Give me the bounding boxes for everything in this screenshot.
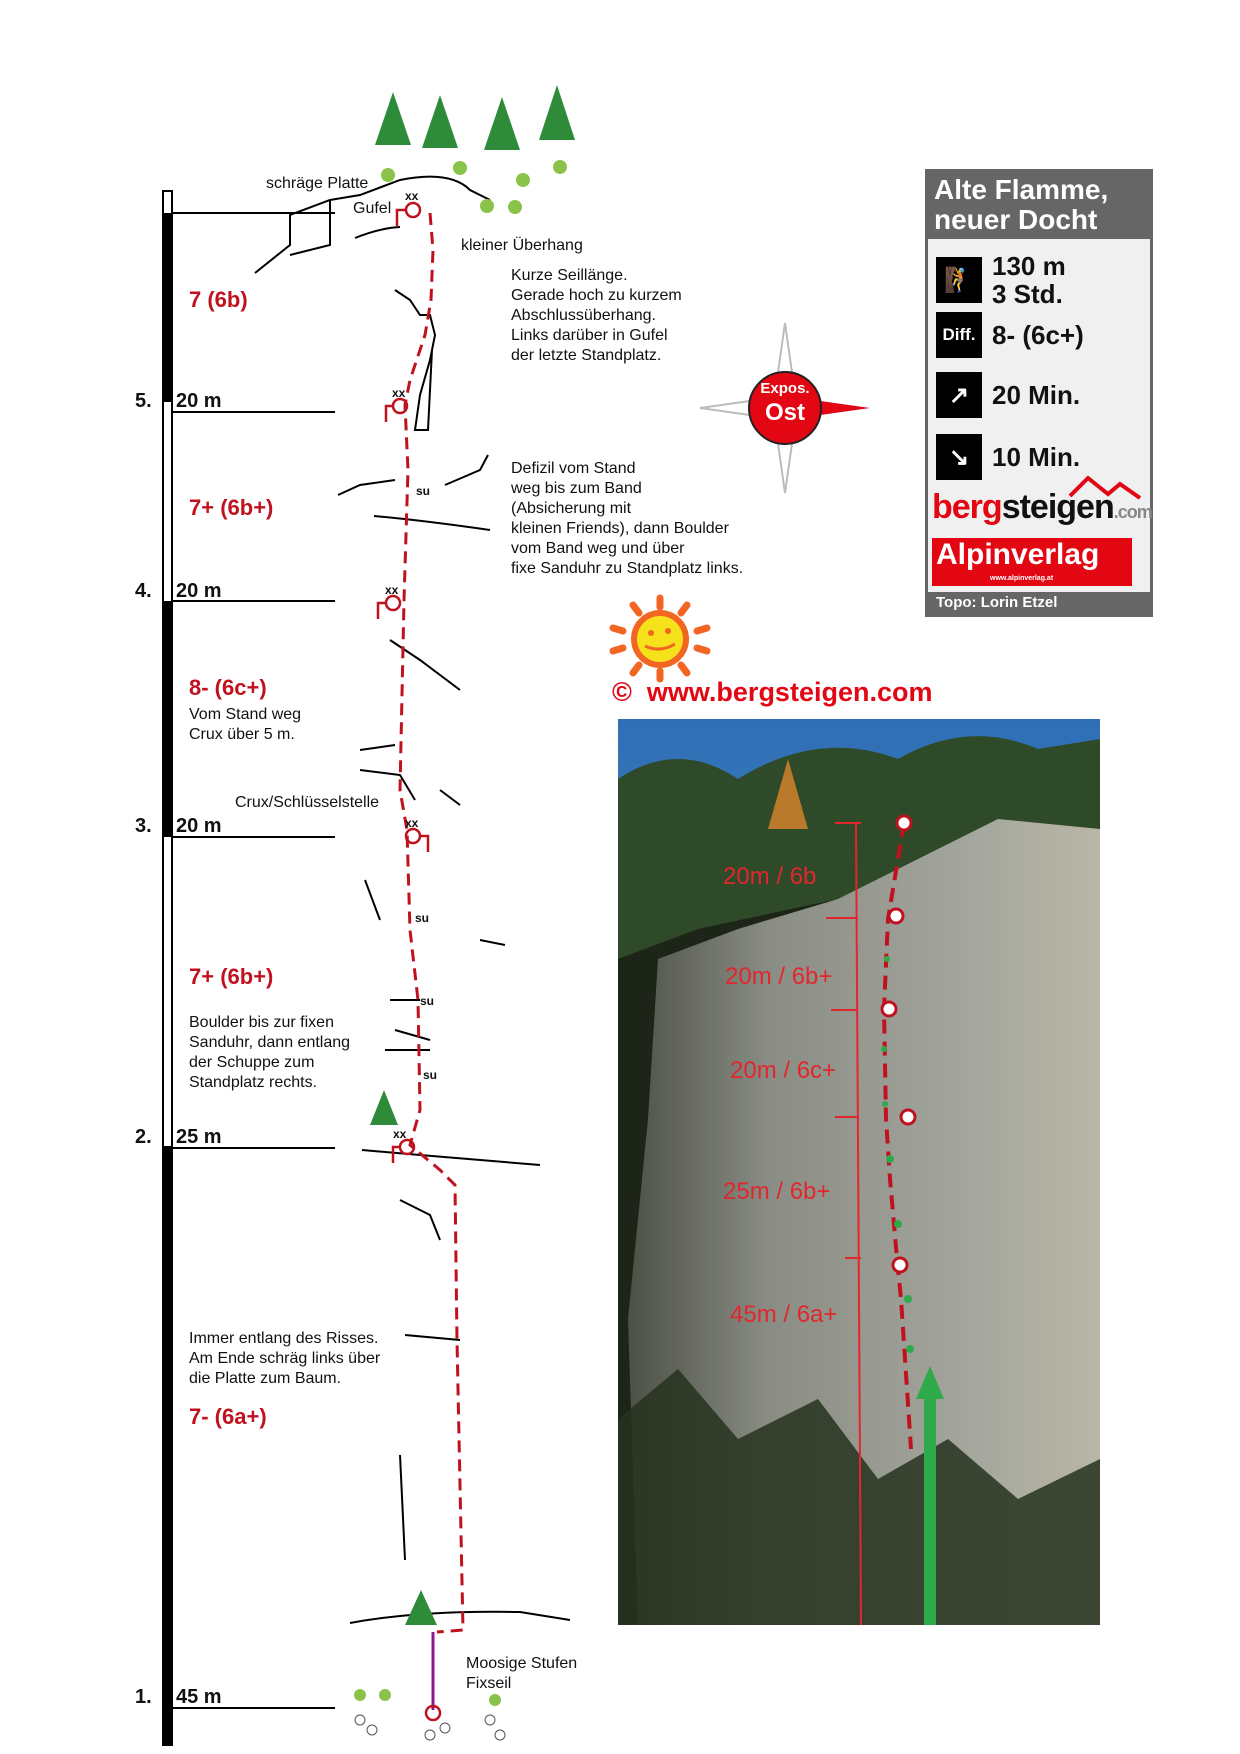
brand-red: berg	[932, 488, 1003, 526]
anchor-label: xx	[405, 189, 419, 203]
bergsteigen-logo: bergsteigen.com	[932, 488, 1153, 531]
sanduhr-label: su	[416, 484, 431, 498]
label-kleiner-ueberhang: kleiner Überhang	[461, 237, 583, 254]
route-line	[398, 212, 465, 1634]
pitch-grade: 7- (6a+)	[189, 1404, 267, 1429]
mountain-logo-icon	[1068, 475, 1142, 500]
copyright-url: © www.bergsteigen.com	[612, 677, 932, 708]
approach-time: 20 Min.	[992, 380, 1081, 410]
pitch-length: 45 m	[176, 1686, 222, 1708]
website-link[interactable]: www.bergsteigen.com	[646, 677, 933, 707]
pitch-description: Immer entlang des Risses. Am Ende schräg…	[189, 1330, 381, 1387]
pitch-grade: 8- (6c+)	[189, 675, 267, 700]
pitch-length: 20 m	[176, 815, 222, 837]
label-moosige-stufen: Moosige Stufen	[466, 1655, 578, 1672]
photo-pitch-label: 20m / 6b+	[725, 963, 833, 990]
alpinverlag-logo: Alpinverlag www.alpinverlag.at	[932, 538, 1132, 586]
pitch-number: 1.	[135, 1686, 152, 1708]
descent-time: 10 Min.	[992, 442, 1081, 472]
pitch-grade: 7 (6b)	[189, 287, 248, 312]
descent-hiker-icon: ↘	[936, 434, 982, 480]
pitch-description: Kurze Seillänge. Gerade hoch zu kurzem A…	[511, 267, 682, 364]
sun-logo-icon	[609, 594, 711, 683]
label-fixseil: Fixseil	[466, 1675, 512, 1692]
route-info-box: Alte Flamme, neuer Docht 🧗 130 m 3 Std. …	[925, 169, 1153, 617]
topo-credit: Topo: Lorin Etzel	[928, 592, 1150, 614]
compass-icon	[699, 322, 870, 494]
photo-pitch-label: 20m / 6b	[723, 863, 817, 890]
wall-photo: 20m / 6b 20m / 6b+ 20m / 6c+ 25m / 6b+ 4…	[618, 719, 1100, 1625]
pitch-number: 4.	[135, 580, 152, 602]
pitch-grade: 7+ (6b+)	[189, 964, 274, 989]
publisher-url: www.alpinverlag.at	[990, 575, 1054, 582]
pitch-grade: 7+ (6b+)	[189, 495, 274, 520]
compass-label: Expos.	[760, 380, 810, 397]
photo-pitch-label: 25m / 6b+	[723, 1178, 831, 1205]
photo-pitch-label: 20m / 6c+	[730, 1057, 837, 1084]
label-crux: Crux/Schlüsselstelle	[235, 794, 380, 811]
anchor-label: xx	[393, 1127, 407, 1141]
publisher-name: Alpinverlag	[936, 538, 1100, 571]
climber-icon: 🧗	[936, 257, 982, 303]
pitch-length: 20 m	[176, 390, 222, 412]
route-length: 130 m 3 Std.	[992, 251, 1066, 309]
route-title: Alte Flamme, neuer Docht	[928, 172, 1150, 239]
sanduhr-label: su	[415, 911, 430, 925]
pitch-number: 2.	[135, 1126, 152, 1148]
label-gufel: Gufel	[353, 200, 392, 217]
pitch-scale-bar	[162, 85, 575, 1746]
pitch-number: 5.	[135, 390, 152, 412]
photo-pitch-label: 45m / 6a+	[730, 1301, 838, 1328]
pitch-number: 3.	[135, 815, 152, 837]
anchor-label: xx	[385, 583, 399, 597]
anchor-label: xx	[405, 816, 419, 830]
brand-black: steigen	[1001, 488, 1115, 526]
photo-route-overlay	[826, 814, 944, 1625]
pitch-description: Boulder bis zur fixen Sanduhr, dann entl…	[189, 1014, 351, 1091]
pitch-description: Vom Stand weg Crux über 5 m.	[189, 706, 302, 743]
route-difficulty: 8- (6c+)	[992, 320, 1084, 350]
pitch-description: Defizil vom Stand weg bis zum Band (Absi…	[511, 460, 744, 577]
approach-hiker-icon: ↗	[936, 372, 982, 418]
difficulty-icon: Diff.	[936, 312, 982, 358]
brand-com: .com	[1113, 502, 1153, 522]
anchor-label: xx	[392, 386, 406, 400]
copyright-symbol: ©	[612, 677, 632, 707]
compass-value: Ost	[764, 399, 805, 426]
sanduhr-label: su	[420, 994, 435, 1008]
pitch-length: 20 m	[176, 580, 222, 602]
sanduhr-label: su	[423, 1068, 438, 1082]
pitch-length: 25 m	[176, 1126, 222, 1148]
label-schraege-platte: schräge Platte	[266, 175, 369, 192]
